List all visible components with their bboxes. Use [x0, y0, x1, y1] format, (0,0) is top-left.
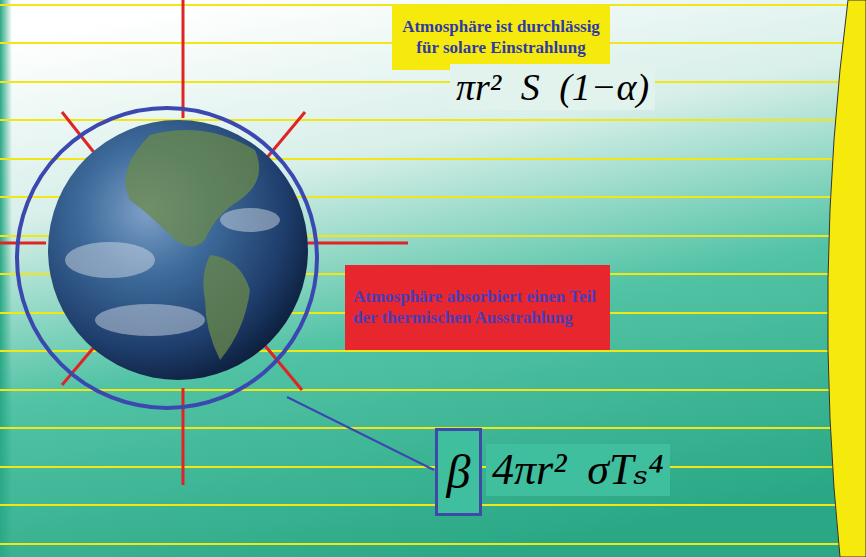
radiation-rays: [0, 0, 408, 485]
text-box-yellow: Atmosphäre ist durchlässig für solare Ei…: [392, 5, 610, 70]
leader-line: [287, 397, 434, 470]
text-box-red: Atmosphäre absorbiert einen Teil der the…: [345, 265, 610, 350]
node-text: β: [440, 446, 477, 499]
sunlight-lines: [0, 5, 850, 544]
sun: [828, 0, 866, 557]
node-text: Atmosphäre ist durchlässig für solare Ei…: [398, 17, 604, 58]
earth: [48, 120, 308, 380]
atmosphere-circle: [17, 108, 317, 408]
symbol-box: β: [435, 428, 482, 516]
formula: 4πr² σTₛ⁴: [486, 444, 670, 496]
node-text: Atmosphäre absorbiert einen Teil der the…: [353, 287, 602, 328]
formula: πr² S (1−α): [450, 64, 655, 110]
clouds: [65, 208, 280, 336]
left-edge-band: [0, 0, 12, 557]
